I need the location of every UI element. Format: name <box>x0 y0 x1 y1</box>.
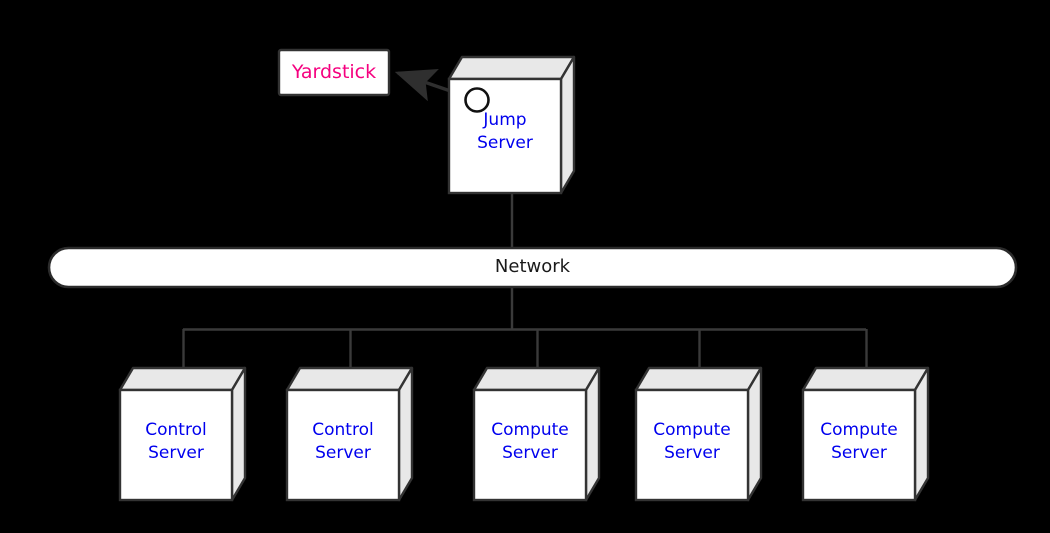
server-side-face <box>584 366 601 502</box>
server-front-face <box>801 388 917 502</box>
control-server-2-box[interactable] <box>285 366 414 502</box>
jump-server-top-face <box>447 55 576 81</box>
server-front-face <box>634 388 750 502</box>
server-front-face <box>118 388 234 502</box>
server-top-face <box>472 366 601 392</box>
control-server-1-box[interactable] <box>118 366 247 502</box>
server-top-face <box>285 366 414 392</box>
server-top-face <box>801 366 930 392</box>
compute-server-2-box[interactable] <box>634 366 763 502</box>
server-side-face <box>397 366 414 502</box>
provided-interface-lollipop-icon <box>464 87 490 113</box>
jump-server-box[interactable] <box>447 55 576 195</box>
network-bar[interactable] <box>47 246 1018 289</box>
server-top-face <box>118 366 247 392</box>
jump-server-side-face <box>559 55 576 195</box>
server-side-face <box>913 366 930 502</box>
compute-server-3-box[interactable] <box>801 366 930 502</box>
compute-server-1-box[interactable] <box>472 366 601 502</box>
server-side-face <box>746 366 763 502</box>
yardstick-box[interactable] <box>277 48 391 97</box>
server-top-face <box>634 366 763 392</box>
server-front-face <box>285 388 401 502</box>
server-front-face <box>472 388 588 502</box>
server-side-face <box>230 366 247 502</box>
